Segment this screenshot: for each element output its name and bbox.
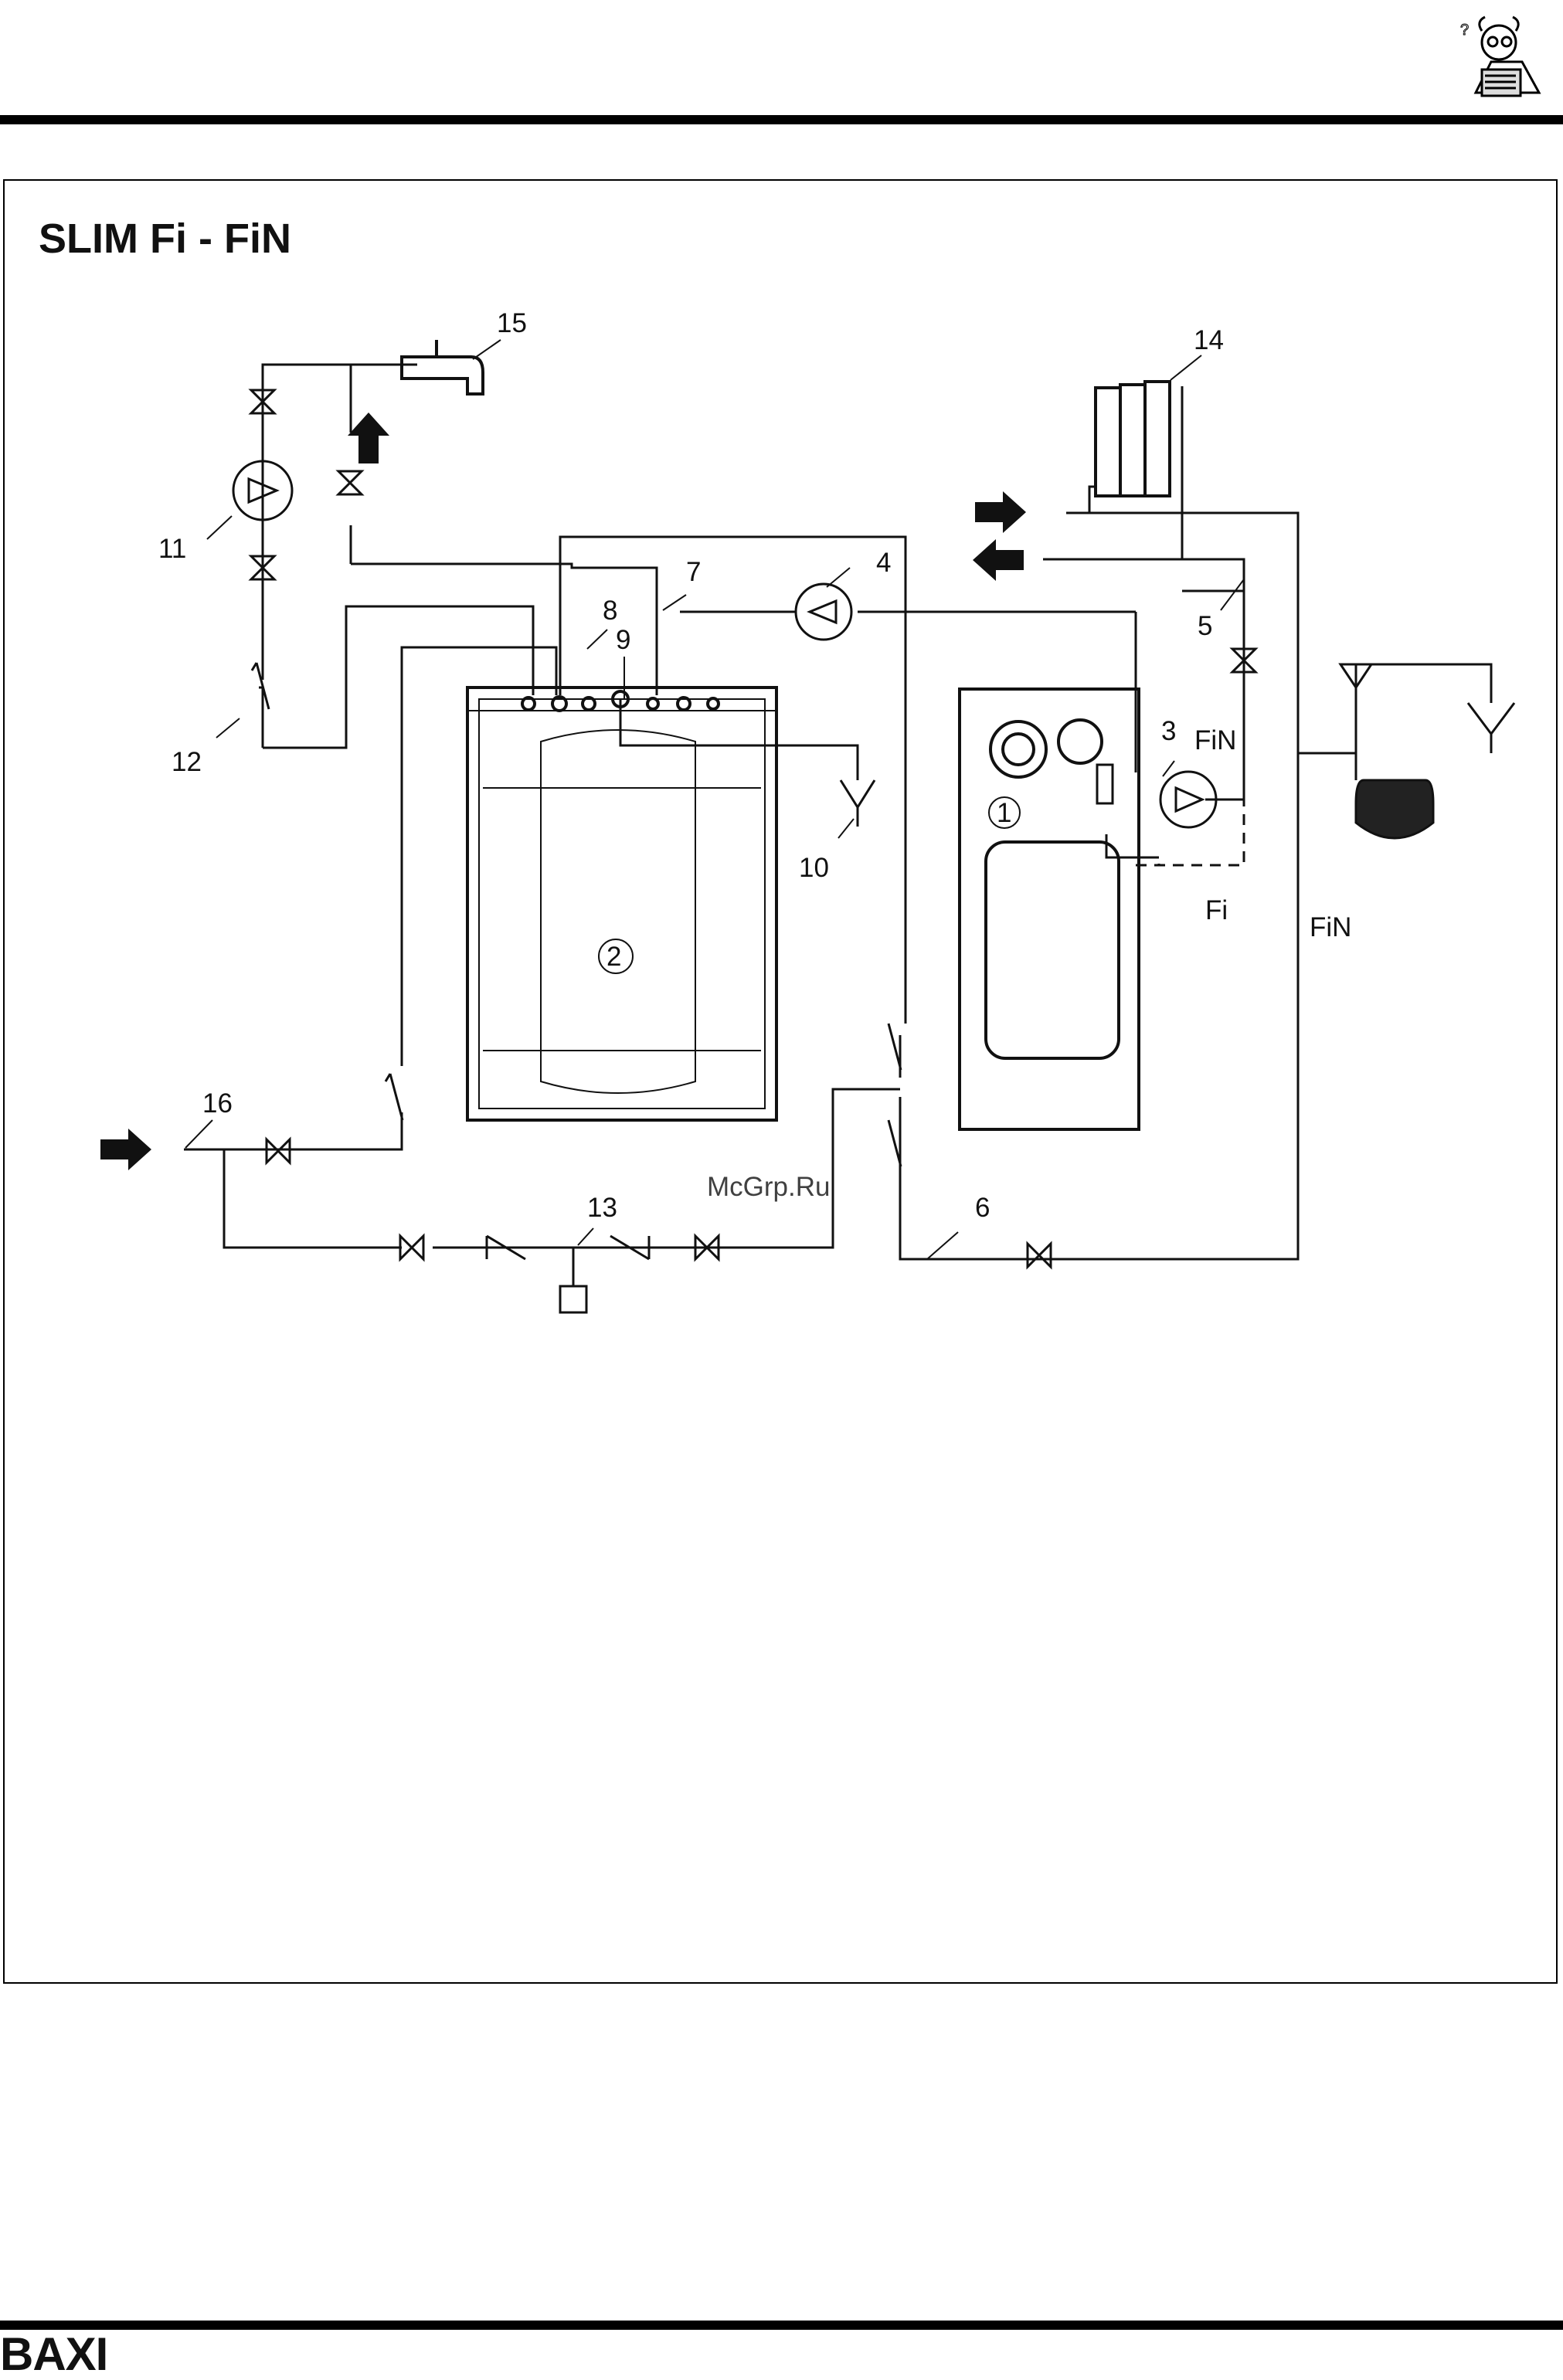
callout-14: 14	[1194, 325, 1224, 355]
callout-3: 3	[1161, 716, 1176, 746]
radiator-icon	[1096, 382, 1170, 496]
pump-icons	[233, 461, 1216, 827]
callout-7: 7	[686, 557, 701, 587]
callout-16: 16	[202, 1088, 233, 1119]
callout-12: 12	[172, 747, 202, 777]
flow-arrows	[100, 413, 1026, 1170]
callout-15: 15	[497, 308, 527, 338]
callout-8: 8	[603, 596, 617, 626]
callout-fi: Fi	[1205, 895, 1228, 925]
callout-2: 2	[607, 942, 621, 972]
callout-fin-bottom: FiN	[1310, 912, 1351, 942]
watermark-text: McGrp.Ru	[707, 1172, 830, 1202]
callout-6: 6	[975, 1193, 990, 1223]
callout-4: 4	[876, 548, 891, 578]
callout-1: 1	[997, 798, 1011, 828]
storage-tank	[467, 688, 776, 1120]
expansion-vessel-icon	[1356, 780, 1433, 838]
callout-13: 13	[587, 1193, 617, 1223]
tap-icon	[402, 340, 483, 394]
callout-5: 5	[1198, 611, 1212, 641]
callout-fin-top: FiN	[1194, 725, 1236, 755]
callout-10: 10	[799, 853, 829, 883]
pipework	[184, 365, 1491, 1286]
boiler	[960, 689, 1139, 1129]
callout-11: 11	[158, 534, 186, 564]
callout-9: 9	[616, 625, 630, 655]
